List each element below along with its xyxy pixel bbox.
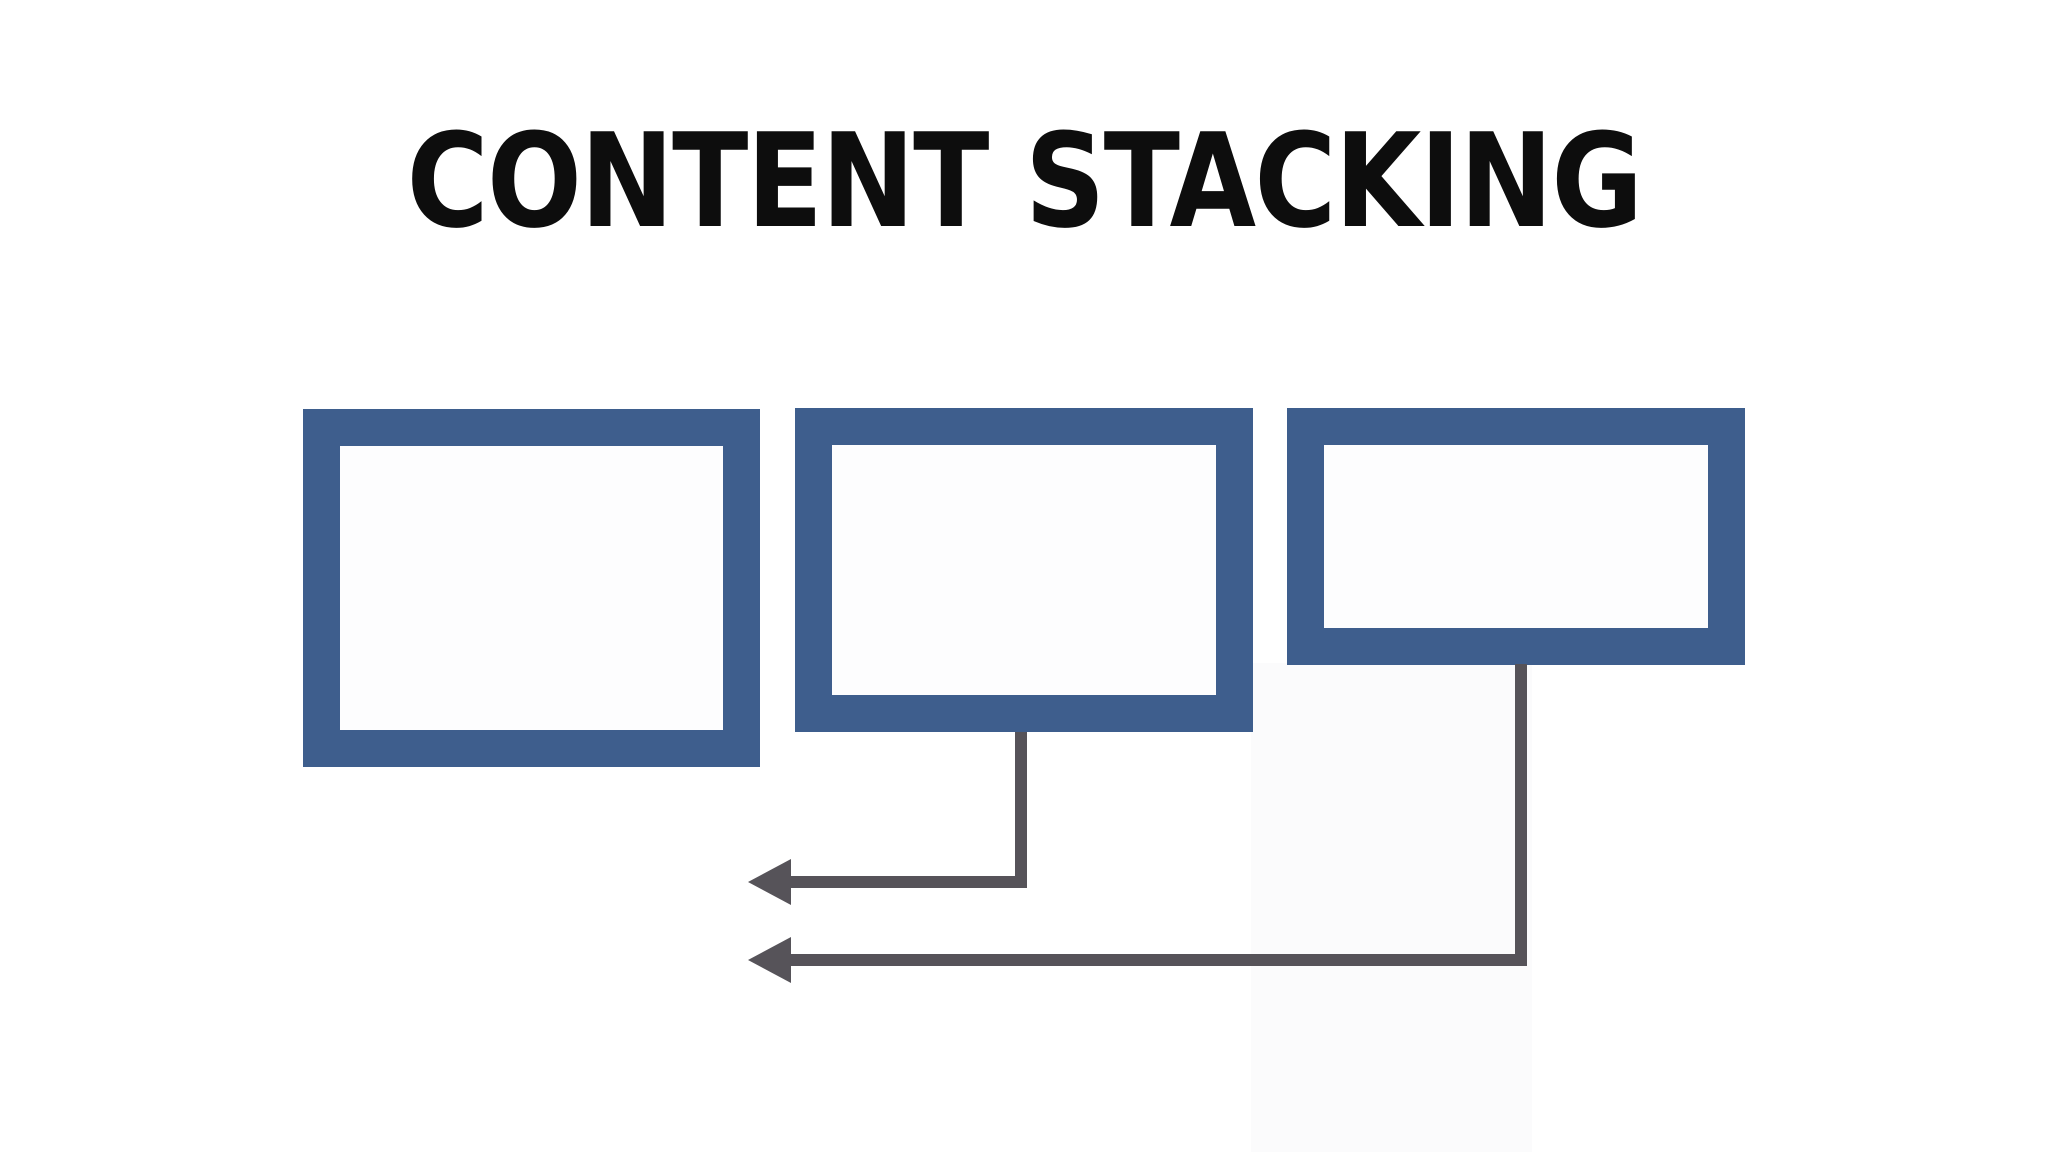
content-box-3 [1287, 408, 1745, 665]
arrow-from-box3 [748, 664, 1527, 983]
arrow-from-box2 [748, 732, 1027, 905]
content-box-2 [795, 408, 1253, 732]
arrow-from-box3-line [778, 664, 1527, 966]
background-band [1251, 663, 1532, 1152]
content-box-1 [303, 409, 760, 767]
arrow-from-box2-line [778, 732, 1027, 888]
slide-title: CONTENT STACKING [406, 105, 1643, 257]
arrow-from-box3-arrowhead-icon [748, 937, 791, 983]
arrow-from-box2-arrowhead-icon [748, 859, 791, 905]
